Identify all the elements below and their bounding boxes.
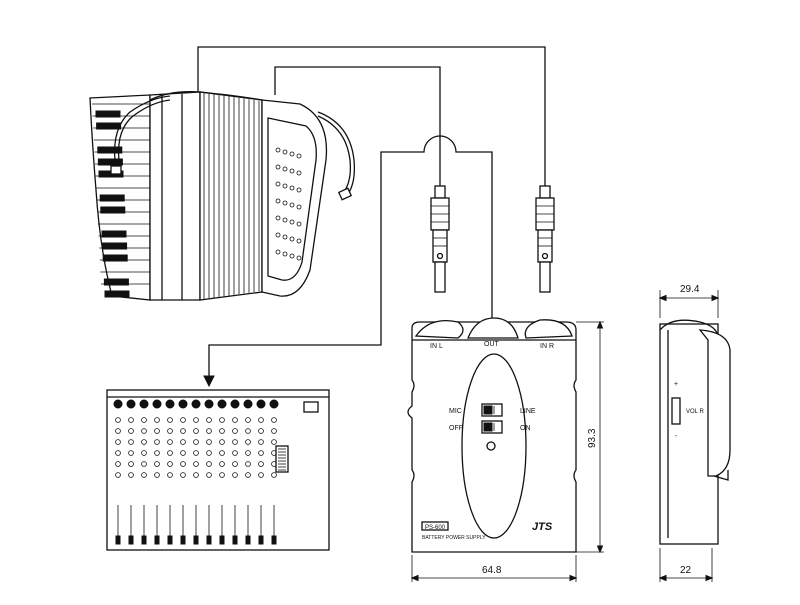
- power-led-icon: [486, 441, 496, 451]
- port-knob-in-r: [524, 319, 573, 339]
- port-label-in-l: IN L: [430, 343, 443, 350]
- brand-logo: JTS: [532, 521, 553, 533]
- volume-label: VOL R: [686, 409, 704, 415]
- mixer-meter: [275, 445, 289, 473]
- unit-front-oval: [461, 353, 527, 539]
- power-supply-front: IN L OUT IN R MIC OFF LINE ON PS-600 BAT…: [407, 317, 577, 553]
- dimension-side: 29.4 22: [658, 284, 720, 582]
- cable-accordion-to-in-l: [274, 66, 441, 188]
- volume-slot[interactable]: [671, 397, 681, 425]
- mic-capsule-left: [110, 165, 122, 175]
- meter-segments: [278, 448, 286, 471]
- accordion-bass-end: [261, 99, 328, 297]
- switch-label-line: LINE: [520, 408, 536, 415]
- mic-gooseneck-left: [113, 95, 171, 169]
- dimension-side-bottom: 22: [680, 565, 692, 576]
- cables: [197, 46, 546, 388]
- connector-left: [430, 185, 450, 293]
- dimension-height: 93.3: [587, 428, 598, 448]
- port-knob-in-l: [414, 319, 464, 339]
- bellows-folds: [203, 93, 260, 299]
- dimension-width: 64.8: [482, 565, 502, 576]
- connector-right: [535, 185, 555, 293]
- accordion-body: [149, 91, 201, 301]
- mixer-channel-strips: [113, 399, 279, 545]
- mixer-illustration: [106, 389, 330, 551]
- port-knob-out: [467, 317, 519, 339]
- dimension-front: 64.8 93.3: [410, 320, 604, 582]
- switch-mic-line-thumb: [483, 405, 493, 415]
- accordion-illustration: [89, 91, 356, 301]
- mixer-display: [303, 401, 319, 413]
- port-label-in-r: IN R: [540, 343, 554, 350]
- port-label-out: OUT: [484, 341, 500, 348]
- cable-out-to-mixer: [208, 135, 493, 376]
- mic-capsule-right: [337, 187, 353, 201]
- bass-buttons: [275, 147, 302, 261]
- volume-minus: -: [675, 433, 678, 440]
- switch-power-thumb: [483, 422, 493, 432]
- dimension-side-top: 29.4: [680, 284, 700, 295]
- unit-subtitle: BATTERY POWER SUPPLY: [422, 535, 486, 541]
- unit-housing: [407, 321, 577, 553]
- model-label: PS-600: [425, 525, 446, 531]
- power-supply-side: VOL R + -: [659, 319, 731, 545]
- volume-plus: +: [674, 381, 678, 388]
- keyboard-keys: [92, 103, 150, 298]
- switch-label-off: OFF: [449, 425, 463, 432]
- switch-label-on: ON: [520, 425, 531, 432]
- arrow-down-icon: [203, 375, 215, 388]
- mixer-console: [106, 389, 330, 551]
- switch-label-mic: MIC: [449, 408, 462, 415]
- mic-gooseneck-right: [317, 111, 356, 195]
- model-badge: [421, 521, 449, 531]
- cable-accordion-to-in-r: [197, 46, 546, 188]
